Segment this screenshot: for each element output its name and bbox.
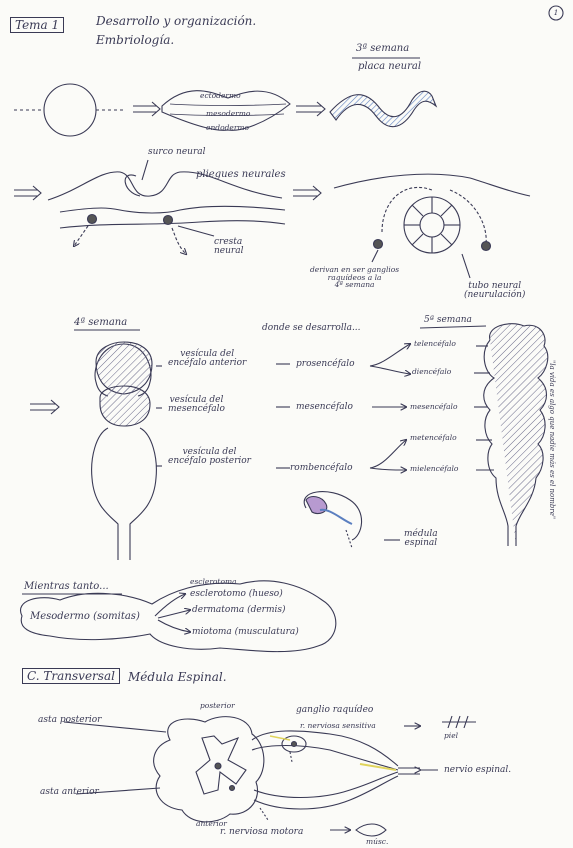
myelencephalon-label: mielencéfalo <box>410 464 459 473</box>
ventral-root <box>253 771 399 799</box>
prosencephalon-label: prosencéfalo <box>296 359 355 369</box>
neural-groove-outline <box>47 171 283 201</box>
myotome-label: miotoma (musculatura) <box>192 627 299 637</box>
neural-tube-label: tubo neural (neurulación) <box>464 281 526 300</box>
mesencephalon-label: mesencéfalo <box>296 402 353 412</box>
page-subtitle: Embriología. <box>96 33 175 47</box>
neural-folds-label: pliegues neurales <box>196 169 286 180</box>
dermatome-label: dermatoma (dermis) <box>192 605 286 615</box>
vesicle-anterior-label: vesícula del encéfalo anterior <box>168 349 247 368</box>
five-vesicle-brain <box>489 323 549 546</box>
neural-plate-label: placa neural <box>358 61 422 72</box>
mesencephalon-vesicle <box>99 385 151 427</box>
motor-root-label: r. nerviosa motora <box>220 827 304 837</box>
dorsal-horn-label: asta posterior <box>38 715 102 725</box>
anterior-label: anterior <box>196 819 227 828</box>
neural-plate-wave <box>329 90 438 128</box>
metencephalon-label: metencéfalo <box>410 433 457 442</box>
cerebellum-sketch <box>303 491 363 541</box>
derive-ganglia-note: derivan en ser ganglios raquídeos a la 4… <box>310 265 400 289</box>
neural-groove-label: surco neural <box>148 147 206 157</box>
topic-label: Tema 1 <box>10 17 65 33</box>
ventral-horn-label: asta anterior <box>40 787 99 797</box>
spinal-nerve-label: nervio espinal. <box>444 765 512 775</box>
spinal-cord-title: Médula Espinal. <box>128 670 227 684</box>
neural-crest-label: cresta neural <box>214 237 244 256</box>
dorsal-root <box>251 730 399 767</box>
spinal-cord-label: médula espinal <box>404 529 438 548</box>
page-title: Desarrollo y organización. <box>96 14 257 28</box>
spinal-cord-outline <box>153 716 265 823</box>
develops-label: donde se desarrolla... <box>262 323 361 333</box>
muscle-label: músc. <box>366 837 389 846</box>
mesencephalon-derived-label: mesencéfalo <box>410 402 458 411</box>
dorsal-root-ganglion <box>281 735 307 753</box>
sclerotome-label: esclerotoma <box>190 577 237 586</box>
meanwhile-label: Mientras tanto... <box>24 581 109 592</box>
rhombencephalon-vesicle <box>91 427 119 560</box>
sensory-root-label: r. nerviosa sensitiva <box>300 721 376 730</box>
ectoderm-label: ectodermo <box>200 91 241 100</box>
vesicle-mesencephalon-label: vesícula del mesencéfalo <box>168 395 225 414</box>
page-number-circle <box>548 5 564 21</box>
vesicle-posterior-label: vesícula del encéfalo posterior <box>168 447 251 466</box>
cross-section-heading: C. Transversal <box>22 668 120 684</box>
ectoderm-curve <box>333 173 531 197</box>
week5-label: 5ª semana <box>424 315 472 325</box>
neural-crest-cell-right <box>162 214 174 226</box>
endoderm-label: endodermo <box>206 123 250 132</box>
embryo-disc-circle <box>43 83 97 137</box>
page-number: 1 <box>553 8 559 17</box>
neural-crest-cell-left <box>86 213 98 225</box>
side-note: "la vida es algo que nadie más es el nom… <box>548 360 556 520</box>
sclerotome-bone-label: esclerotomo (hueso) <box>190 589 283 599</box>
mesoderm-label: mesodermo <box>206 109 251 118</box>
ganglion-label: ganglio raquídeo <box>296 705 374 715</box>
mesoderm-somites-label: Mesodermo (somitas) <box>30 611 140 622</box>
trilaminar-disc <box>161 90 291 131</box>
posterior-label: posterior <box>200 701 235 710</box>
week3-label: 3ª semana <box>356 43 410 54</box>
rhombencephalon-label: rombencéfalo <box>290 463 353 473</box>
telencephalon-label: telencéfalo <box>414 339 456 348</box>
diencephalon-label: diencéfalo <box>412 367 452 376</box>
week4-label: 4ª semana <box>74 317 128 328</box>
gray-matter-butterfly <box>195 735 247 795</box>
skin-label: piel <box>444 731 459 740</box>
